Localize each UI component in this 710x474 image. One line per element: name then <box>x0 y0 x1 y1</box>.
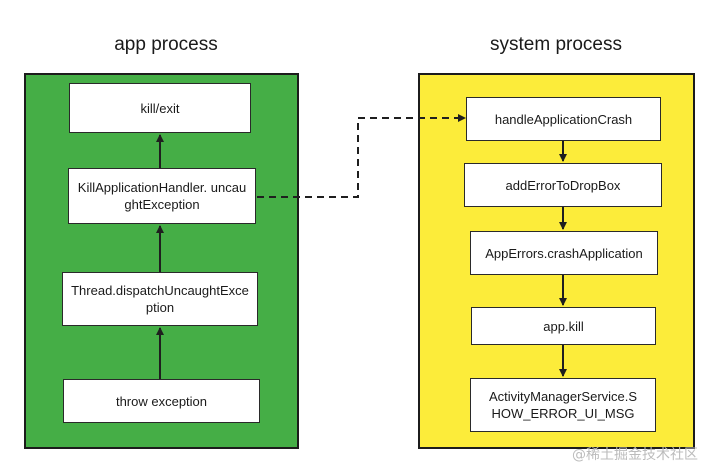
node-crash-application: AppErrors.crashApplication <box>470 231 658 275</box>
watermark: @稀土掘金技术社区 <box>572 447 698 463</box>
node-kill-exit: kill/exit <box>69 83 251 133</box>
node-dispatch-uncaught-exception: Thread.dispatchUncaughtException <box>62 272 258 326</box>
node-throw-exception: throw exception <box>63 379 260 423</box>
node-activity-manager-service: ActivityManagerService.SHOW_ERROR_UI_MSG <box>470 378 656 432</box>
node-kill-application-handler: KillApplicationHandler. uncaughtExceptio… <box>68 168 256 224</box>
app-process-title: app process <box>114 34 218 55</box>
node-add-error-to-drop-box: addErrorToDropBox <box>464 163 662 207</box>
system-process-title: system process <box>490 34 622 55</box>
node-app-kill: app.kill <box>471 307 656 345</box>
arrow-dashed-cross-process <box>257 114 466 198</box>
node-handle-application-crash: handleApplicationCrash <box>466 97 661 141</box>
